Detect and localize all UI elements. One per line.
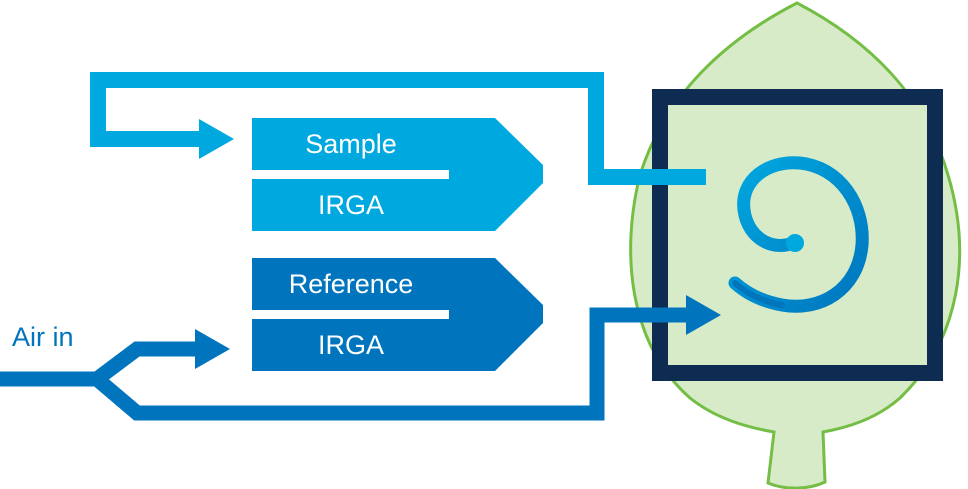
irga-divider [252,310,449,319]
spiral-airflow-icon [728,156,869,313]
irga-divider [252,170,449,179]
air-in-label: Air in [12,322,74,352]
arrow-right-icon [199,119,234,159]
reference-irga-label-line2: IRGA [318,330,384,360]
sample-irga-label-line2: IRGA [318,190,384,220]
sample-flow-line [90,72,706,185]
arrow-right-icon [686,295,721,335]
reference-irga: Reference IRGA [252,258,543,371]
air-inlet-flow [0,295,721,421]
sample-irga: Sample IRGA [252,118,543,231]
sample-irga-label-line1: Sample [305,129,397,159]
reference-irga-label-line1: Reference [289,269,414,299]
arrow-right-icon [195,329,230,369]
